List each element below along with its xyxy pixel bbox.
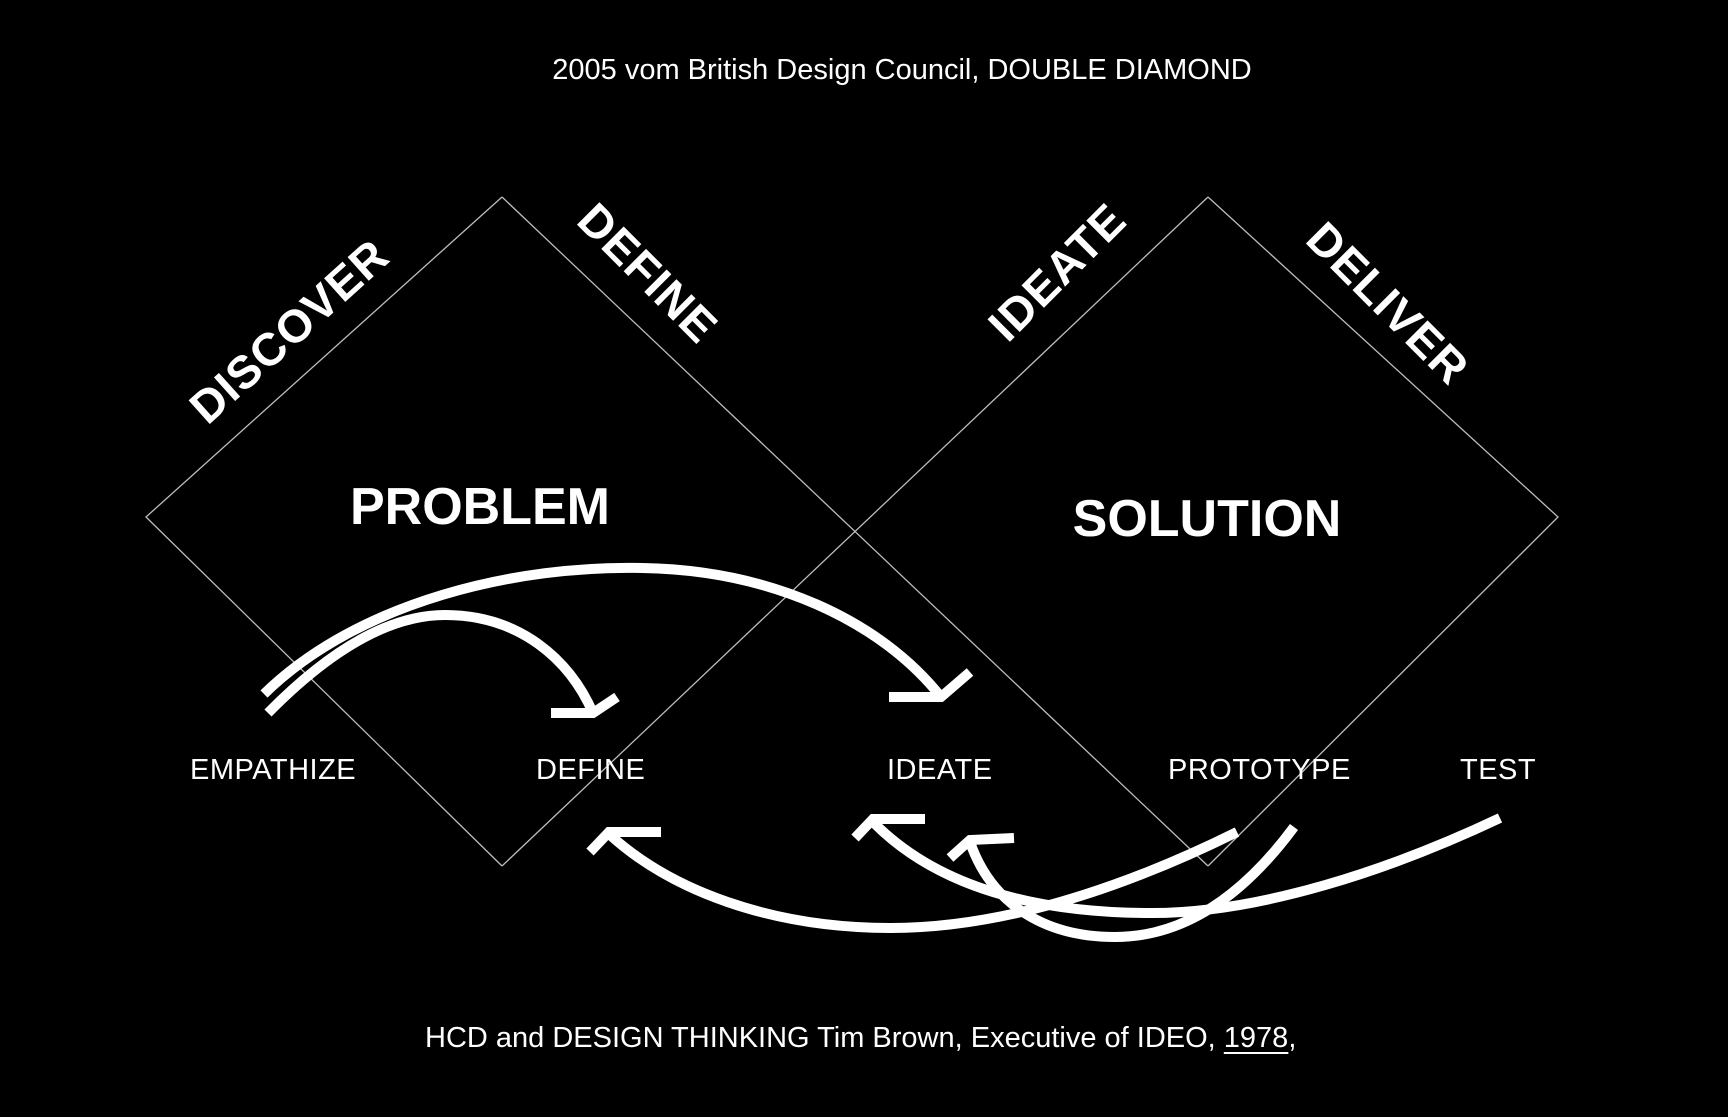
year-link[interactable]: 1978 xyxy=(1223,1022,1289,1054)
arrow-empathize-to-ideate xyxy=(260,562,974,702)
arrow-empathize-to-define xyxy=(264,609,620,718)
step-empathize: EMPATHIZE xyxy=(190,754,357,786)
step-ideate: IDEATE xyxy=(887,754,993,786)
right-diamond-right-edges xyxy=(1207,196,1559,867)
step-test: TEST xyxy=(1460,754,1537,786)
arrow-prototype-to-define xyxy=(586,827,1240,934)
left-diamond-left-edges xyxy=(145,196,503,867)
step-prototype: PROTOTYPE xyxy=(1168,754,1351,786)
footer-text: HCD and DESIGN THINKING Tim Brown, Execu… xyxy=(425,1022,1224,1054)
solution-label: SOLUTION xyxy=(1072,490,1342,548)
arrow-prototype-to-ideate xyxy=(946,824,1299,943)
problem-label: PROBLEM xyxy=(350,478,610,536)
footer-trailing: , xyxy=(1288,1022,1297,1054)
footer-caption: HCD and DESIGN THINKING Tim Brown, Execu… xyxy=(425,1020,1296,1056)
diamond-cross-line-2 xyxy=(501,196,1209,867)
slide-title: 2005 vom British Design Council, DOUBLE … xyxy=(552,54,1252,86)
step-define: DEFINE xyxy=(536,754,646,786)
arrow-test-to-ideate xyxy=(851,813,1503,919)
